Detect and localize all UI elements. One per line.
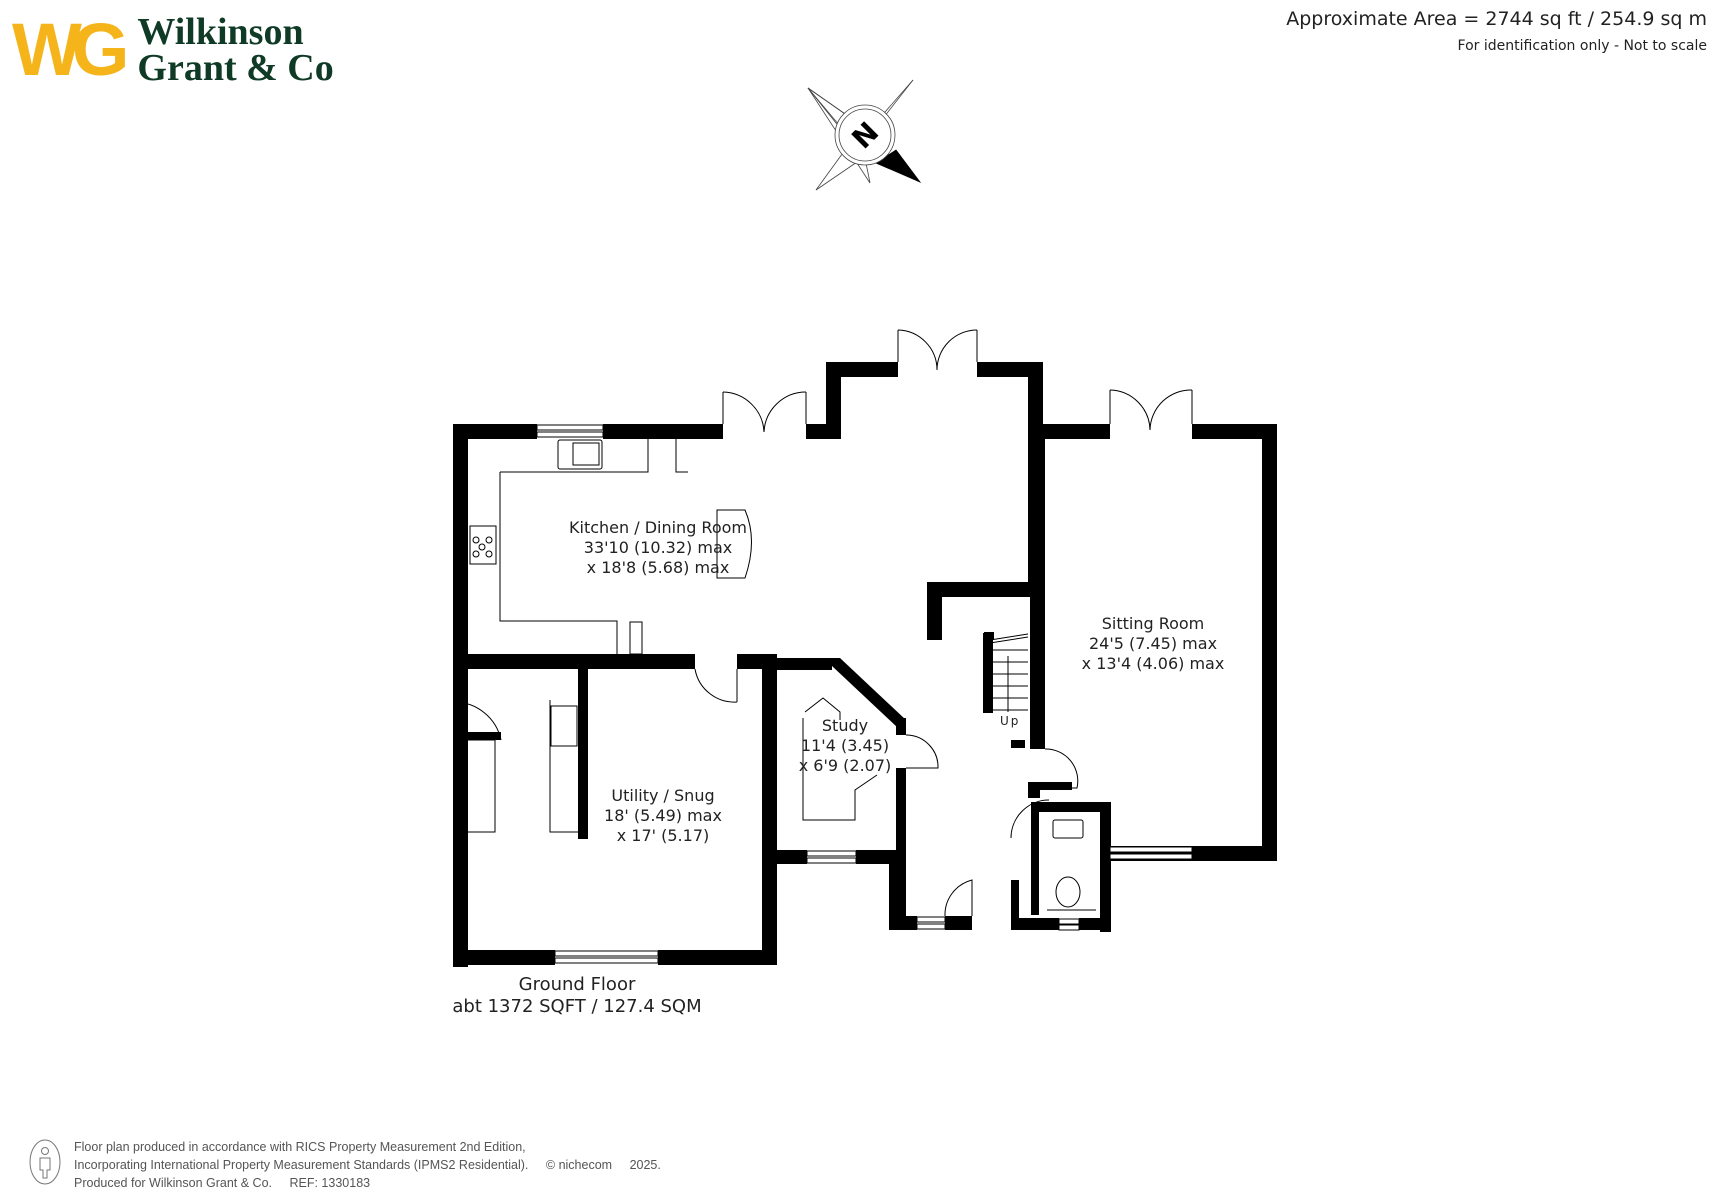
footer-line-1: Floor plan produced in accordance with R… — [74, 1140, 526, 1154]
area-summary: Approximate Area = 2744 sq ft / 254.9 sq… — [1286, 8, 1707, 54]
footer-line-2: Incorporating International Property Mea… — [74, 1158, 529, 1172]
room-dimension-2: x 6'9 (2.07) — [798, 756, 892, 775]
floor-name: Ground Floor — [518, 974, 636, 995]
logo-line-1: Wilkinson — [137, 11, 304, 53]
disclaimer: For identification only - Not to scale — [1457, 38, 1707, 54]
person-in-circle-icon — [29, 1139, 61, 1185]
copyright: © nichecom — [545, 1158, 613, 1172]
windows — [536, 424, 1193, 964]
logo-line-2: Grant & Co — [137, 47, 334, 89]
room-dimension-1: 33'10 (10.32) max — [583, 538, 733, 557]
room-dimension-2: x 17' (5.17) — [616, 826, 710, 845]
floor-area: abt 1372 SQFT / 127.4 SQM — [452, 996, 702, 1017]
room-dimension-1: 24'5 (7.45) max — [1088, 634, 1218, 653]
room-kitchen-dining: Kitchen / Dining Room 33'10 (10.32) max … — [569, 518, 747, 578]
room-name: Kitchen / Dining Room — [569, 518, 747, 537]
footer: Floor plan produced in accordance with R… — [28, 1138, 661, 1192]
room-name: Sitting Room — [1101, 614, 1205, 633]
total-area: Approximate Area = 2744 sq ft / 254.9 sq… — [1286, 8, 1707, 30]
logo-mark: WG — [12, 8, 129, 91]
footer-line-3: Produced for Wilkinson Grant & Co. — [74, 1176, 272, 1190]
room-name: Study — [821, 716, 869, 735]
room-dimension-1: 18' (5.49) max — [604, 806, 722, 825]
room-name: Utility / Snug — [611, 786, 715, 805]
floor-summary: Ground Floor abt 1372 SQFT / 127.4 SQM — [452, 974, 701, 1018]
logo-wordmark: Wilkinson Grant & Co — [137, 11, 334, 89]
room-dimension-2: x 18'8 (5.68) max — [586, 558, 730, 577]
company-logo: WG Wilkinson Grant & Co — [12, 10, 334, 90]
fixtures — [454, 329, 1193, 917]
year: 2025. — [629, 1158, 661, 1172]
room-utility-snug: Utility / Snug 18' (5.49) max x 17' (5.1… — [604, 786, 722, 846]
footer-text: Floor plan produced in accordance with R… — [74, 1138, 661, 1192]
room-study: Study 11'4 (3.45) x 6'9 (2.07) — [799, 716, 892, 776]
stairs-up-label: Up — [1000, 714, 1021, 728]
reference: REF: 1330183 — [289, 1176, 371, 1190]
compass-rose-icon: N — [807, 79, 922, 191]
room-dimension-2: x 13'4 (4.06) max — [1081, 654, 1225, 673]
room-sitting: Sitting Room 24'5 (7.45) max x 13'4 (4.0… — [1082, 614, 1225, 674]
room-dimension-1: 11'4 (3.45) — [800, 736, 890, 755]
